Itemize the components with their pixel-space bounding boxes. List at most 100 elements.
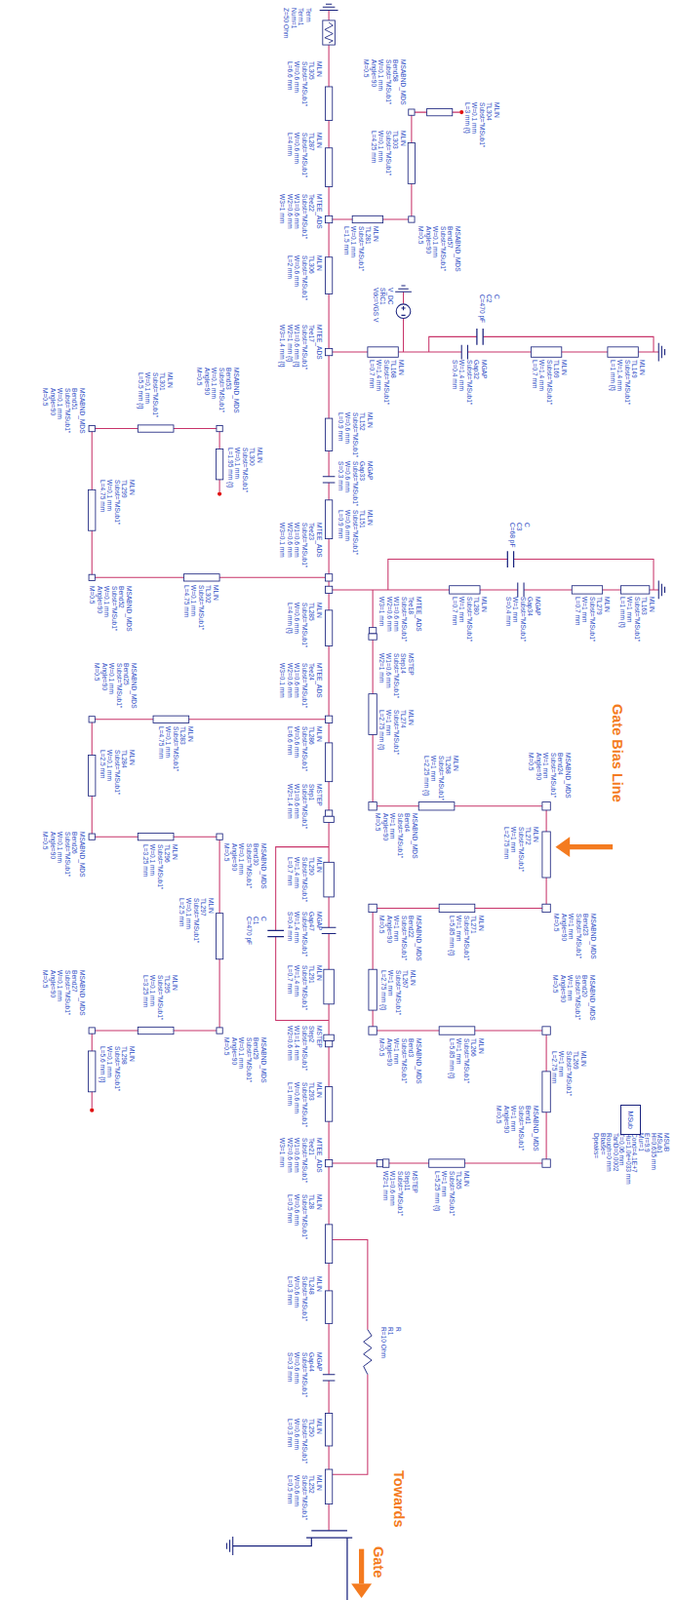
- parameter-text: TL269: [572, 1051, 581, 1097]
- parameter-text: M=0.5: [378, 1038, 387, 1085]
- parameter-text: Subst="MSub1": [623, 359, 632, 405]
- parameter-text: MLIN: [452, 755, 461, 801]
- component-label: MLINTL267Subst="MSub1"W=1 mmL=2.75 mm {t…: [380, 970, 418, 1016]
- parameter-text: SRC1: [379, 287, 388, 322]
- parameter-text: W=1 mm: [510, 1106, 518, 1152]
- component-label: MLINTL281Subst="MSub1"W=0.1 mmL=1.5 mm: [343, 226, 381, 272]
- component-label: MSABND_MDSBend53Subst="MSub1"W=0.1 mmAng…: [196, 367, 240, 414]
- parameter-text: MLIN: [171, 844, 180, 890]
- component-label: MTEE_ADSTee23Subst="MSub1"W1=0.6 mmW2=0.…: [278, 522, 323, 568]
- parameter-text: MLIN: [128, 750, 137, 795]
- parameter-text: W=0.1 mm: [106, 1046, 115, 1092]
- component-label: MLINTL250Subst="MSub1"W=0.6 mmL=0.3 mm: [285, 1419, 323, 1465]
- microstrip-line: [368, 694, 377, 736]
- bend-symbol: [216, 833, 223, 840]
- ground-symbol: [226, 1537, 233, 1556]
- parameter-text: TL281: [364, 226, 373, 272]
- parameter-text: Subst="MSub1": [300, 255, 309, 301]
- parameter-text: Gap47: [308, 912, 317, 957]
- bend-symbol: [216, 425, 223, 432]
- parameter-text: W=0.1 mm: [106, 479, 115, 525]
- parameter-text: TL287: [308, 132, 317, 178]
- source-symbol: [396, 304, 411, 319]
- gap-symbol: [321, 927, 337, 934]
- parameter-text: MLIN: [315, 1082, 323, 1128]
- parameter-text: C3: [516, 522, 524, 548]
- parameter-text: TL279: [595, 596, 604, 642]
- parameter-text: L=5.25 mm {t}: [433, 1171, 441, 1217]
- parameter-text: L=0.5 mm: [285, 1194, 294, 1240]
- component-label: MTEE_ADSTee21Subst="MSub1"W1=0.6 mmW2=0.…: [278, 1138, 323, 1184]
- parameter-text: Subst="MSub1": [300, 324, 309, 370]
- parameter-text: W=0.6 mm: [344, 412, 353, 458]
- parameter-text: Step1: [308, 784, 317, 830]
- microstrip-line: [542, 832, 551, 878]
- parameter-text: C: [492, 294, 501, 323]
- parameter-text: Subst="MSub1": [300, 602, 309, 648]
- parameter-text: L=2.5 mm: [177, 898, 186, 944]
- open-end-dot: [217, 491, 222, 496]
- parameter-text: W=0.6 mm: [344, 461, 353, 507]
- parameter-text: W=1.4 mm: [375, 359, 384, 405]
- parameter-text: MSABND_MDS: [589, 975, 597, 1022]
- parameter-text: M=0.5: [374, 813, 383, 860]
- tee-junction: [324, 348, 332, 356]
- parameter-text: M=0.5: [417, 226, 426, 273]
- microstrip-line: [324, 1413, 332, 1446]
- parameter-text: C: [523, 522, 532, 548]
- component-label: MTEE_ADSTee22Subst="MSub1"W1=0.6 mmW2=0.…: [278, 194, 323, 239]
- microstrip-line: [324, 500, 332, 540]
- component-label: MLINTL301Subst="MSub1"W=0.1 mmL=5.5 mm {…: [136, 372, 174, 418]
- component-label: MLINTL290Subst="MSub1"W=1.4 mmL=0.7 mm: [285, 857, 323, 903]
- annotation-block: Gate: [369, 1547, 387, 1579]
- parameter-text: MSABND_MDS: [125, 586, 134, 633]
- parameter-text: L=0.7 mm: [451, 596, 460, 642]
- microstrip-line: [418, 802, 455, 811]
- parameter-text: W=1 mm: [393, 915, 401, 962]
- parameter-text: L=3.25 mm: [142, 844, 151, 890]
- parameter-text: TanD=0.0002: [611, 1133, 619, 1186]
- parameter-text: W=1 mm: [626, 596, 635, 642]
- parameter-text: Bend53: [225, 367, 234, 414]
- capacitor-symbol: [507, 551, 514, 568]
- parameter-text: W2=0.6 mm: [285, 1138, 294, 1184]
- component-label: MLINTL283Subst="MSub1"W=0.1 mmL=4.75 mm: [157, 726, 195, 772]
- parameter-text: TL303: [392, 130, 400, 176]
- parameter-text: W1=0.6 mm {t}: [293, 324, 302, 370]
- parameter-text: TL280: [473, 596, 481, 642]
- tee-junction: [324, 715, 332, 723]
- parameter-text: S=0.4 mm: [504, 596, 513, 642]
- component-label: MLINTL293Subst="MSub1"W=0.6 mmL=1 mm: [285, 1082, 323, 1128]
- component-label: MSUBMSub1H=0.635 mmEr=9.9Mur=1Cond=4.1E+…: [593, 1133, 670, 1186]
- component-label: MSABND_MDSBend30Subst="MSub1"W=0.1 mmAng…: [223, 843, 268, 890]
- parameter-text: L=1 mm {t}: [619, 596, 628, 642]
- component-label: MGAPGap47Subst="MSub1"W=1.4 mmS=0.4 mm: [285, 912, 323, 957]
- component-label: CC1C=470 pF: [245, 916, 269, 946]
- parameter-text: Subst="MSub1": [395, 970, 403, 1016]
- bend-symbol: [408, 109, 415, 116]
- parameter-text: MLIN: [366, 412, 375, 458]
- resistor-symbol: [363, 1330, 372, 1376]
- tee-junction: [324, 215, 332, 223]
- parameter-text: W1=0.6 mm: [293, 1138, 302, 1184]
- parameter-text: W=0.1 mm: [234, 447, 242, 493]
- parameter-text: MGAP: [366, 461, 375, 507]
- component-label: CC3C=68 pF: [509, 522, 532, 548]
- parameter-text: W=1 mm: [455, 915, 464, 961]
- parameter-text: Bend20: [581, 975, 590, 1022]
- parameter-text: W=1.4 mm: [538, 359, 547, 405]
- parameter-text: MGAP: [533, 596, 542, 642]
- ground-symbol: [395, 285, 412, 292]
- parameter-text: L=5.5 mm {t}: [136, 372, 145, 418]
- parameter-text: Bend3: [407, 1038, 416, 1085]
- component-label: MLINTL279Subst="MSub1"W=1 mmL=0.7 mm: [574, 596, 612, 642]
- parameter-text: W=1 mm: [567, 913, 576, 960]
- parameter-text: W3=0.1 mm: [278, 522, 287, 568]
- parameter-text: TL290: [308, 857, 317, 903]
- parameter-text: L=1 mm {t}: [608, 359, 617, 405]
- parameter-text: MLIN: [315, 61, 323, 107]
- parameter-text: W=0.6 mm: [293, 1352, 302, 1398]
- component-label: MLINTL248Subst="MSub1"W=0.6 mmL=0.3 mm: [285, 1276, 323, 1322]
- component-label: MGAPGap32Subst="MSub1"W=1.4 mmS=0.4 mm: [451, 359, 489, 405]
